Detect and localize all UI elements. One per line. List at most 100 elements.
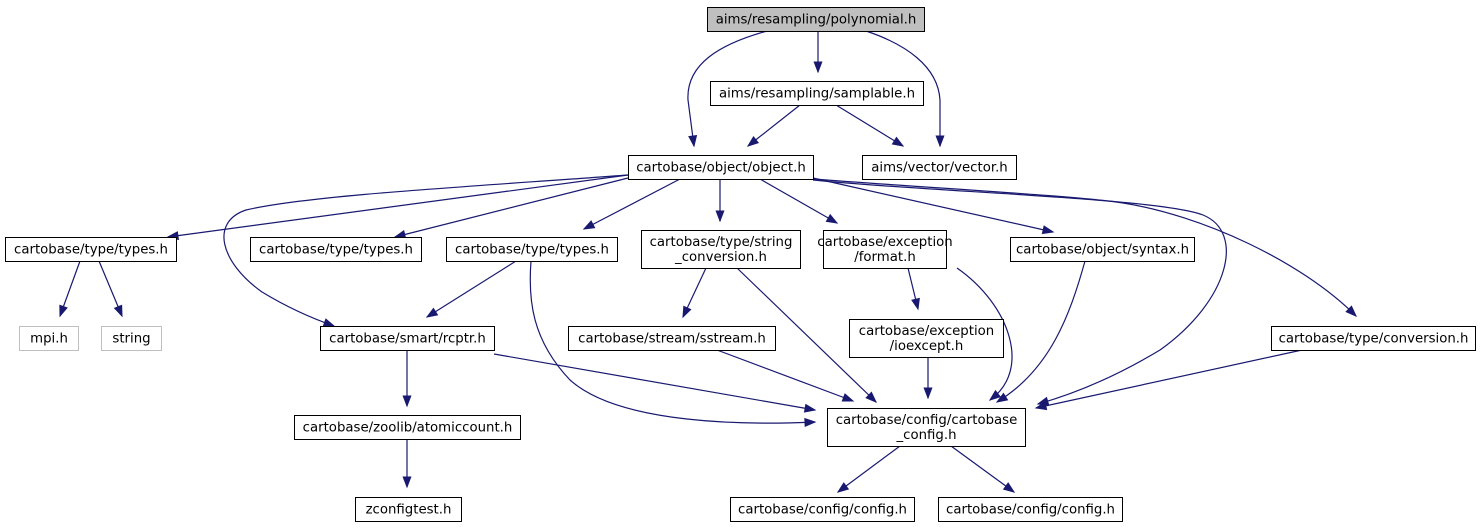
- node-label: _conversion.h: [674, 250, 767, 265]
- node-box: [1271, 326, 1476, 351]
- node-box: [355, 497, 462, 522]
- node-box: [938, 497, 1123, 522]
- node-string[interactable]: string: [101, 326, 162, 351]
- node-types3[interactable]: cartobase/type/types.h: [446, 237, 618, 262]
- edge-cbconfig-to-config1: [836, 445, 901, 493]
- node-label: cartobase/config/config.h: [946, 503, 1115, 518]
- node-syntax[interactable]: cartobase/object/syntax.h: [1010, 237, 1195, 262]
- edge-line: [716, 349, 854, 402]
- node-label: /format.h: [854, 250, 916, 265]
- edge-types3-to-cbconfig: [529, 260, 817, 427]
- edge-arrowhead: [402, 476, 412, 489]
- edge-line: [865, 30, 941, 146]
- edge-arrowhead: [865, 391, 878, 403]
- edge-arrowhead: [813, 61, 823, 74]
- edge-line: [223, 174, 629, 327]
- node-atomic[interactable]: cartobase/zoolib/atomiccount.h: [294, 415, 521, 440]
- edge-arrowhead: [1002, 482, 1016, 493]
- edge-line: [812, 178, 1357, 317]
- edge-line: [759, 178, 838, 224]
- edge-line: [426, 260, 517, 318]
- edge-samplable-to-object: [746, 104, 801, 147]
- edge-arrowhead: [804, 417, 817, 427]
- node-vector[interactable]: aims/vector/vector.h: [862, 155, 1017, 180]
- edge-line: [394, 177, 629, 238]
- edge-line: [529, 260, 816, 424]
- edge-sstream-to-cbconfig: [716, 349, 855, 402]
- edge-arrowhead: [836, 482, 850, 493]
- node-types1[interactable]: cartobase/type/types.h: [5, 237, 177, 262]
- node-label: aims/vector/vector.h: [871, 161, 1007, 176]
- edge-rcptr-to-cbconfig: [493, 353, 817, 413]
- node-sstream[interactable]: cartobase/stream/sstream.h: [568, 326, 776, 351]
- node-label: /ioexcept.h: [890, 339, 964, 354]
- node-box: [5, 237, 177, 262]
- node-zconfig[interactable]: zconfigtest.h: [355, 497, 462, 522]
- edge-line: [583, 178, 681, 230]
- node-config2[interactable]: cartobase/config/config.h: [938, 497, 1123, 522]
- node-mpi[interactable]: mpi.h: [19, 326, 79, 351]
- node-label: string: [112, 332, 150, 347]
- edge-object-to-types2: [393, 177, 629, 239]
- node-root[interactable]: aims/resampling/polynomial.h: [707, 7, 925, 32]
- node-box: [628, 155, 814, 180]
- node-box: [250, 237, 422, 262]
- node-samplable[interactable]: aims/resampling/samplable.h: [710, 81, 924, 106]
- node-cbconfig[interactable]: cartobase/config/cartobase_config.h: [827, 408, 1026, 447]
- node-config1[interactable]: cartobase/config/config.h: [730, 497, 915, 522]
- edge-line: [996, 260, 1086, 403]
- edge-strconv-to-cbconfig: [736, 267, 878, 403]
- edge-types3-to-rcptr: [425, 260, 517, 318]
- edge-conversion-to-cbconfig: [1034, 349, 1303, 411]
- node-format[interactable]: cartobase/exception/format.h: [817, 230, 953, 269]
- edge-arrowhead: [1345, 305, 1358, 317]
- edge-arrowhead: [825, 213, 839, 224]
- edge-arrowhead: [841, 393, 855, 402]
- node-label: cartobase/type/types.h: [259, 243, 413, 258]
- node-types2[interactable]: cartobase/type/types.h: [250, 237, 422, 262]
- edge-arrowhead: [582, 220, 596, 230]
- node-label: cartobase/config/config.h: [738, 503, 907, 518]
- node-rcptr[interactable]: cartobase/smart/rcptr.h: [320, 326, 495, 351]
- edge-syntax-to-cbconfig: [995, 260, 1086, 403]
- edge-arrowhead: [1034, 401, 1048, 411]
- edge-line: [687, 30, 768, 147]
- node-label: cartobase/exception: [859, 324, 994, 339]
- edge-line: [1035, 349, 1303, 409]
- node-box: [101, 326, 162, 351]
- edge-object-to-conversion: [812, 178, 1358, 317]
- edge-types1-to-string: [98, 260, 123, 318]
- edge-arrowhead: [988, 389, 1002, 401]
- node-ioexcept[interactable]: cartobase/exception/ioexcept.h: [849, 319, 1004, 358]
- node-label: aims/resampling/polynomial.h: [716, 13, 917, 28]
- node-strconv[interactable]: cartobase/type/string_conversion.h: [641, 230, 801, 269]
- edge-arrowhead: [322, 318, 336, 327]
- edge-root-to-vector: [865, 30, 945, 148]
- node-box: [1010, 237, 1195, 262]
- edge-line: [837, 445, 901, 493]
- edge-arrowhead: [682, 305, 692, 319]
- node-label: cartobase/type/string: [650, 235, 793, 250]
- node-label: cartobase/config/cartobase: [836, 413, 1018, 428]
- node-label: cartobase/zoolib/atomiccount.h: [303, 421, 513, 436]
- edge-types1-to-mpi: [59, 260, 81, 318]
- node-conversion[interactable]: cartobase/type/conversion.h: [1271, 326, 1476, 351]
- edge-arrowhead: [59, 304, 68, 318]
- node-label: cartobase/object/syntax.h: [1016, 243, 1189, 258]
- edge-arrowhead: [715, 210, 725, 223]
- node-box: [446, 237, 618, 262]
- node-object[interactable]: cartobase/object/object.h: [628, 155, 814, 180]
- node-label: mpi.h: [30, 332, 68, 347]
- edge-line: [950, 445, 1015, 493]
- node-box: [827, 408, 1026, 447]
- node-box: [710, 81, 924, 106]
- edge-line: [956, 267, 1013, 401]
- edge-format-to-ioexcept: [907, 267, 920, 311]
- edge-arrowhead: [995, 392, 1009, 403]
- edge-object-to-types3: [582, 178, 681, 230]
- node-label: cartobase/type/types.h: [455, 243, 609, 258]
- edge-line: [812, 177, 1054, 233]
- edge-line: [736, 267, 877, 403]
- edge-samplable-to-vector: [835, 104, 905, 147]
